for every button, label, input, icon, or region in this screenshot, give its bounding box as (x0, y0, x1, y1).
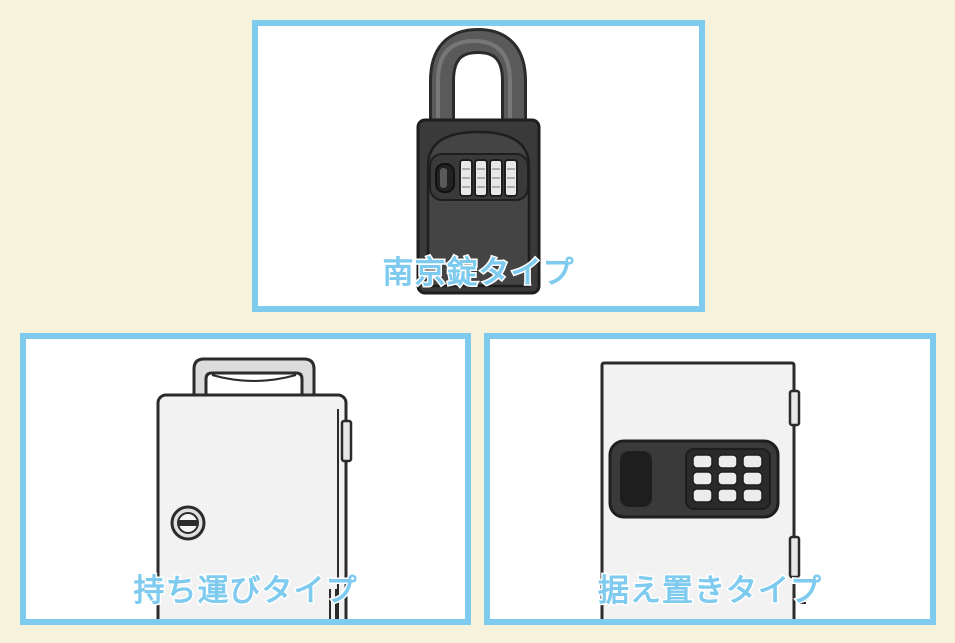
stationary-type-card: 据え置きタイプ (484, 333, 936, 625)
padlock-key-box-icon (416, 27, 541, 295)
stationary-type-label: 据え置きタイプ (597, 573, 823, 609)
wall-mounted-key-box-icon (600, 361, 806, 619)
padlock-type-label: 南京錠タイプ (381, 255, 575, 291)
padlock-type-card: 南京錠タイプ (252, 20, 705, 312)
portable-key-box-icon (156, 357, 353, 619)
portable-type-card: 持ち運びタイプ (20, 333, 471, 625)
portable-type-label: 持ち運びタイプ (132, 573, 358, 609)
